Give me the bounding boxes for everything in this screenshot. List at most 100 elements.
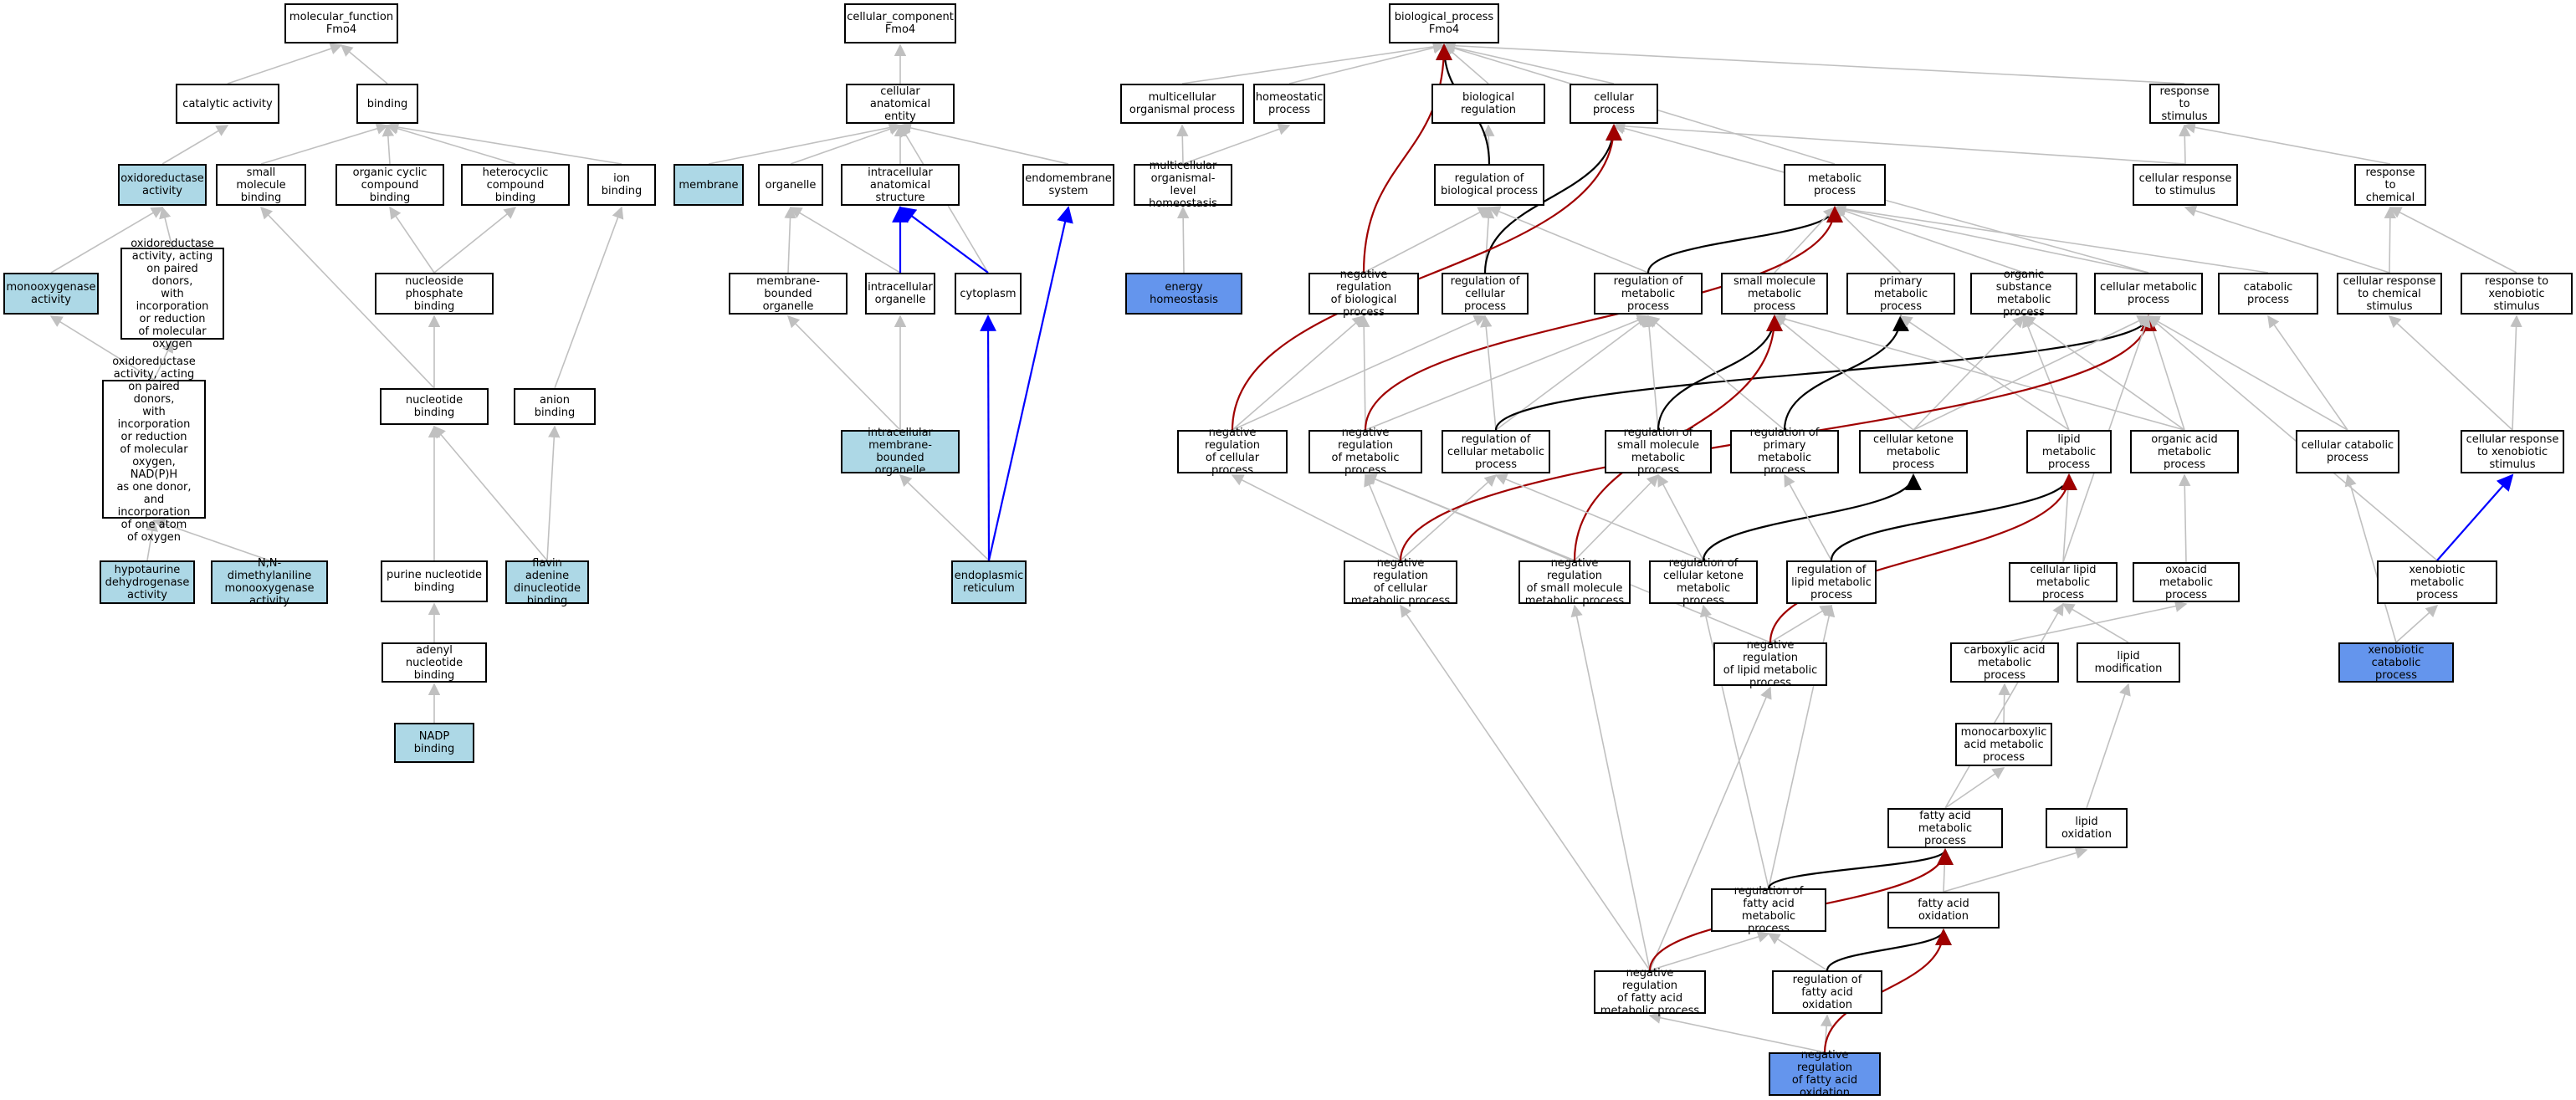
go-term-mem-bound-org[interactable]: membrane-bounded organelle xyxy=(729,273,848,315)
go-term-neg-reg-fatty[interactable]: negative regulation of fatty acid metabo… xyxy=(1594,967,1706,1017)
go-term-multicell-org[interactable]: multicellular organismal process xyxy=(1120,84,1244,124)
go-term-neg-reg-cell[interactable]: negative regulation of cellular process xyxy=(1177,427,1288,477)
go-term-endomembrane[interactable]: endomembrane system xyxy=(1022,164,1114,206)
go-term-neg-reg-small-mol[interactable]: negative regulation of small molecule me… xyxy=(1518,557,1631,607)
go-term-dimethylaniline[interactable]: N,N-dimethylaniline monooxygenase activi… xyxy=(211,557,328,607)
edge-is-a-catalytic-to-mf xyxy=(227,43,343,84)
go-term-lipid-mod[interactable]: lipid modification xyxy=(2077,642,2180,683)
go-term-reg-fatty[interactable]: regulation of fatty acid metabolic proce… xyxy=(1711,885,1826,935)
go-term-cell-resp-stim[interactable]: cellular response to stimulus xyxy=(2133,164,2238,206)
edge-is-a-ion-binding-to-binding xyxy=(386,120,622,165)
go-term-reg-bio[interactable]: regulation of biological process xyxy=(1434,164,1544,206)
edge-is-a-nucleotide-binding-to-small-mol-binding xyxy=(260,206,435,389)
edge-part-of-er-to-cytoplasm xyxy=(980,315,996,561)
go-term-organelle[interactable]: organelle xyxy=(758,164,823,206)
go-term-nucleotide-binding[interactable]: nucleotide binding xyxy=(380,388,489,425)
go-term-org-cyclic[interactable]: organic cyclic compound binding xyxy=(335,164,444,206)
go-term-org-subst[interactable]: organic substance metabolic process xyxy=(1970,269,2077,319)
go-term-catalytic[interactable]: catalytic activity xyxy=(176,84,279,124)
go-term-adenyl[interactable]: adenyl nucleotide binding xyxy=(382,642,487,683)
go-term-catabolic[interactable]: catabolic process xyxy=(2218,273,2318,315)
go-term-multicell-homeo[interactable]: multicellular organismal-level homeostas… xyxy=(1134,160,1232,210)
edge-is-a-multicell-homeo-to-homeostatic xyxy=(1182,123,1291,165)
go-term-cae[interactable]: cellular anatomical entity xyxy=(846,84,955,124)
go-term-cytoplasm[interactable]: cytoplasm xyxy=(955,273,1022,315)
edge-is-a-nucleoside-phos-to-org-cyclic xyxy=(389,206,435,274)
go-term-intra-struct[interactable]: intracellular anatomical structure xyxy=(841,164,960,206)
go-term-reg-cell-metab[interactable]: regulation of cellular metabolic process xyxy=(1442,430,1550,473)
go-term-hypotaurine[interactable]: hypotaurine dehydrogenase activity xyxy=(100,560,195,604)
edge-is-a-small-mol-binding-to-binding xyxy=(260,122,389,165)
go-term-ion-binding[interactable]: ion binding xyxy=(587,164,656,206)
go-term-neg-reg-lipid[interactable]: negative regulation of lipid metabolic p… xyxy=(1713,639,1827,689)
go-term-fatty-ox[interactable]: fatty acid oxidation xyxy=(1887,892,2000,929)
go-term-metab[interactable]: metabolic process xyxy=(1784,164,1886,206)
go-term-resp-stim[interactable]: response to stimulus xyxy=(2149,84,2220,124)
go-term-cell-lipid[interactable]: cellular lipid metabolic process xyxy=(2009,562,2118,602)
go-term-reg-fatty-ox[interactable]: regulation of fatty acid oxidation xyxy=(1772,970,1882,1014)
go-term-neg-reg-cell-metab[interactable]: negative regulation of cellular metaboli… xyxy=(1344,557,1457,607)
go-term-binding[interactable]: binding xyxy=(356,84,418,124)
go-term-xeno-metab[interactable]: xenobiotic metabolic process xyxy=(2377,560,2497,604)
go-term-oxidoreductase[interactable]: oxidoreductase activity xyxy=(118,164,207,206)
go-term-reg-cell[interactable]: regulation of cellular process xyxy=(1442,273,1529,315)
go-term-resp-xeno[interactable]: response to xenobiotic stimulus xyxy=(2461,273,2573,315)
go-term-monooxygenase[interactable]: monooxygenase activity xyxy=(3,273,99,315)
edge-neg-neg-reg-lipid-to-lipid-metab xyxy=(1769,473,2077,643)
go-term-neg-reg-fatty-ox[interactable]: negative regulation of fatty acid oxidat… xyxy=(1769,1049,1881,1099)
go-term-mf[interactable]: molecular_function Fmo4 xyxy=(284,3,398,43)
go-term-cell-resp-chem[interactable]: cellular response to chemical stimulus xyxy=(2337,273,2442,315)
go-term-reg-small-mol[interactable]: regulation of small molecule metabolic p… xyxy=(1605,427,1712,477)
go-term-oxido-paired[interactable]: oxidoreductase activity, acting on paire… xyxy=(120,238,224,350)
go-term-small-mol-metab[interactable]: small molecule metabolic process xyxy=(1721,273,1828,315)
go-term-primary-metab[interactable]: primary metabolic process xyxy=(1846,273,1955,315)
go-term-homeostatic[interactable]: homeostatic process xyxy=(1253,84,1325,124)
go-term-cell-resp-xeno[interactable]: cellular response to xenobiotic stimulus xyxy=(2461,430,2564,473)
edge-is-a-multicell-homeo-to-multicell-org xyxy=(1176,124,1189,165)
go-term-cc[interactable]: cellular_component Fmo4 xyxy=(844,3,956,43)
go-term-membrane[interactable]: membrane xyxy=(673,164,744,206)
go-term-organic-acid[interactable]: organic acid metabolic process xyxy=(2130,430,2239,473)
go-term-resp-chem[interactable]: response to chemical xyxy=(2354,164,2426,206)
go-term-purine[interactable]: purine nucleotide binding xyxy=(381,560,488,602)
go-term-fad[interactable]: flavin adenine dinucleotide binding xyxy=(505,557,589,607)
go-term-energy-homeo[interactable]: energy homeostasis xyxy=(1125,273,1242,315)
go-term-small-mol-binding[interactable]: small molecule binding xyxy=(216,164,306,206)
edge-part-of-cytoplasm-to-intra-struct xyxy=(899,206,989,274)
go-term-nucleoside-phos[interactable]: nucleoside phosphate binding xyxy=(375,273,494,315)
edge-is-a-resp-stim-to-bp xyxy=(1442,39,2185,84)
go-term-reg-metab[interactable]: regulation of metabolic process xyxy=(1594,273,1703,315)
go-term-oxido-nadph[interactable]: oxidoreductase activity, acting on paire… xyxy=(102,356,206,544)
edge-is-a-cell-resp-xeno-to-resp-xeno xyxy=(2510,315,2522,431)
go-term-reg-lipid[interactable]: regulation of lipid metabolic process xyxy=(1786,560,1877,604)
edge-is-a-reg-primary-to-reg-metab xyxy=(1646,315,1785,431)
go-term-monocarb[interactable]: monocarboxylic acid metabolic process xyxy=(1955,723,2052,766)
go-term-oxoacid[interactable]: oxoacid metabolic process xyxy=(2133,562,2240,602)
edge-is-a-org-subst-to-metab xyxy=(1833,205,2025,274)
go-term-bio-reg[interactable]: biological regulation xyxy=(1431,84,1545,124)
go-term-xeno-catab[interactable]: xenobiotic catabolic process xyxy=(2338,642,2454,683)
go-term-reg-ketone[interactable]: regulation of cellular ketone metabolic … xyxy=(1649,557,1758,607)
go-term-intra-mem-org[interactable]: intracellular membrane-bounded organelle xyxy=(841,427,960,477)
edge-is-a-neg-reg-cell-metab-to-neg-reg-metab xyxy=(1364,473,1401,561)
go-term-cell-metab[interactable]: cellular metabolic process xyxy=(2094,273,2203,315)
go-term-bp[interactable]: biological_process Fmo4 xyxy=(1389,3,1499,43)
go-term-anion-binding[interactable]: anion binding xyxy=(514,388,596,425)
go-term-nadp[interactable]: NADP binding xyxy=(394,723,474,763)
edge-is-a-cell-resp-stim-to-cell-proc xyxy=(1612,120,2186,165)
go-term-er[interactable]: endoplasmic reticulum xyxy=(951,560,1027,604)
go-term-intra-org[interactable]: intracellular organelle xyxy=(865,273,935,315)
go-term-neg-reg-bio[interactable]: negative regulation of biological proces… xyxy=(1308,269,1419,319)
go-term-fatty-acid[interactable]: fatty acid metabolic process xyxy=(1887,808,2003,848)
go-term-reg-primary[interactable]: regulation of primary metabolic process xyxy=(1730,427,1839,477)
go-term-neg-reg-metab[interactable]: negative regulation of metabolic process xyxy=(1308,427,1422,477)
edge-is-a-small-mol-metab-to-metab xyxy=(1774,206,1836,274)
go-term-heterocyclic[interactable]: heterocyclic compound binding xyxy=(461,164,570,206)
go-term-ketone[interactable]: cellular ketone metabolic process xyxy=(1859,430,1968,473)
edge-is-a-oxido-paired-to-oxidoreductase xyxy=(159,206,173,248)
go-term-cell-proc[interactable]: cellular process xyxy=(1570,84,1658,124)
go-term-cell-catab[interactable]: cellular catabolic process xyxy=(2296,430,2399,473)
go-term-lipid-metab[interactable]: lipid metabolic process xyxy=(2026,430,2112,473)
go-term-lipid-ox[interactable]: lipid oxidation xyxy=(2046,808,2128,848)
go-term-carboxylic[interactable]: carboxylic acid metabolic process xyxy=(1950,642,2059,683)
